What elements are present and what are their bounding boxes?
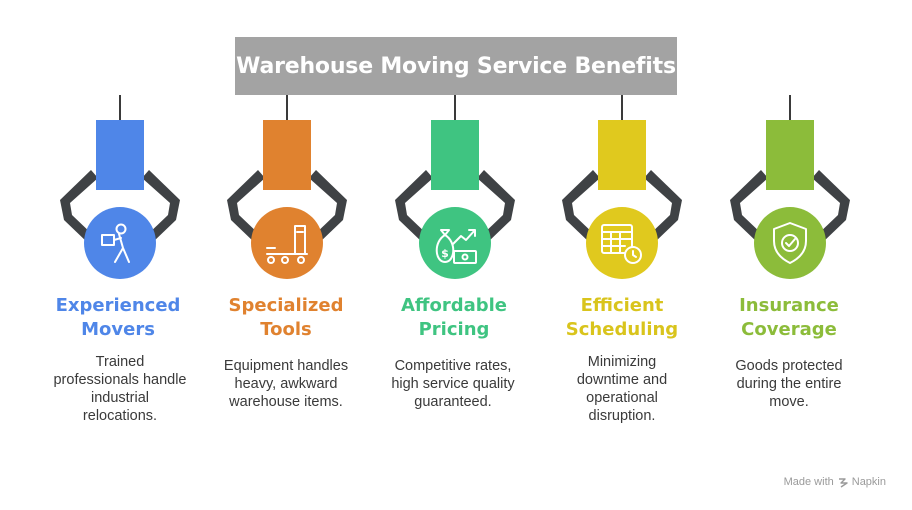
item-title-line: Scheduling — [565, 319, 679, 340]
mover-icon — [101, 223, 130, 263]
item-title-line: Coverage — [741, 319, 837, 340]
item-title-line: Tools — [260, 319, 312, 340]
money-icon: $ — [435, 229, 477, 264]
claw-specialized-tools — [227, 95, 347, 279]
svg-text:$: $ — [441, 247, 449, 260]
desc-line: Trained — [95, 354, 145, 370]
desc-line: heavy, awkward — [234, 376, 338, 392]
calendar-clock-icon — [601, 224, 642, 264]
claw-efficient-scheduling — [562, 95, 682, 279]
item-title-specialized-tools: Specialized Tools — [211, 294, 361, 342]
item-title-affordable-pricing: Affordable Pricing — [379, 294, 529, 342]
item-title-experienced-movers: Experienced Movers — [43, 294, 193, 342]
made-with-label: Made with — [783, 476, 834, 488]
desc-line: disruption. — [588, 408, 656, 424]
desc-line: Minimizing — [587, 354, 657, 370]
shield-check-icon — [773, 222, 807, 264]
item-title-line: Movers — [81, 319, 155, 340]
claw-experienced-movers — [60, 95, 180, 279]
item-title-insurance-coverage: Insurance Coverage — [714, 294, 864, 342]
item-title-line: Insurance — [739, 295, 839, 316]
desc-line: downtime and — [576, 372, 668, 388]
desc-line: guaranteed. — [414, 394, 492, 410]
desc-line: high service quality — [391, 376, 515, 392]
desc-line: during the entire — [736, 376, 842, 392]
item-desc-efficient-scheduling: Minimizing downtime and operational disr… — [547, 353, 697, 425]
desc-line: relocations. — [82, 408, 158, 424]
desc-line: Equipment handles — [223, 358, 349, 374]
desc-line: operational — [586, 390, 658, 406]
page-title: Warehouse Moving Service Benefits — [235, 37, 677, 95]
item-desc-specialized-tools: Equipment handles heavy, awkward warehou… — [211, 357, 361, 411]
item-title-line: Experienced — [55, 295, 181, 316]
made-with-napkin-badge: Made with Napkin — [784, 476, 886, 488]
dolly-icon — [266, 225, 308, 264]
claw-affordable-pricing: $ — [395, 95, 515, 279]
desc-line: warehouse items. — [229, 394, 343, 410]
desc-line: Competitive rates, — [394, 358, 512, 374]
item-title-line: Pricing — [418, 319, 490, 340]
desc-line: Goods protected — [735, 358, 843, 374]
item-title-line: Specialized — [228, 295, 344, 316]
item-desc-insurance-coverage: Goods protected during the entire move. — [714, 357, 864, 411]
desc-line: professionals handle — [53, 372, 187, 388]
item-title-line: Affordable — [400, 295, 508, 316]
item-desc-affordable-pricing: Competitive rates, high service quality … — [378, 357, 528, 411]
claw-insurance-coverage — [730, 95, 850, 279]
napkin-brand-label: Napkin — [851, 476, 886, 488]
item-title-line: Efficient — [580, 295, 664, 316]
item-desc-experienced-movers: Trained professionals handle industrial … — [45, 353, 195, 425]
desc-line: industrial — [90, 390, 150, 406]
desc-line: move. — [769, 394, 809, 410]
claw-illustrations: $ — [60, 95, 850, 279]
item-title-efficient-scheduling: Efficient Scheduling — [547, 294, 697, 342]
napkin-logo-icon — [838, 477, 848, 488]
